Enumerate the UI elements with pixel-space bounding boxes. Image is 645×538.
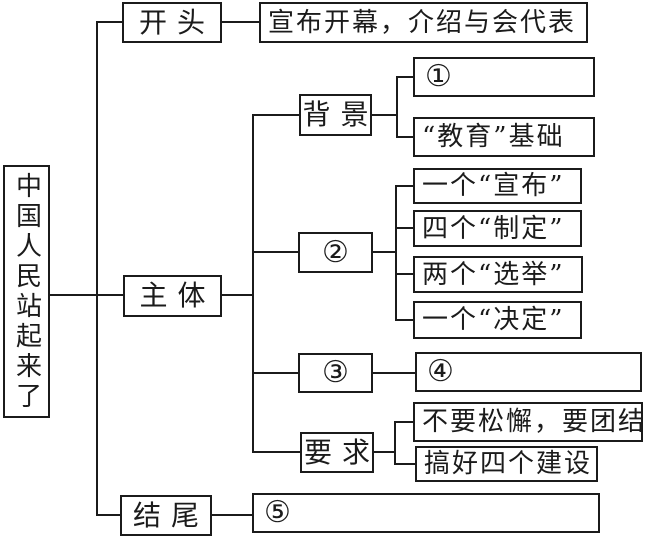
node-blank-4: ④	[415, 352, 642, 392]
root-to-body-line	[50, 294, 123, 296]
node-item-2: ②	[298, 232, 373, 273]
node-ending: 结尾	[120, 495, 212, 536]
node-four-constructions: 搞好四个建设	[415, 446, 598, 482]
main-trunk-line	[96, 21, 98, 516]
to-enact-line	[395, 227, 413, 229]
background-out-line	[372, 114, 398, 116]
item3-to-item4-line	[373, 372, 415, 374]
to-elect-line	[395, 273, 413, 275]
demand-out-line	[374, 451, 396, 453]
opening-detail-line	[222, 21, 259, 23]
trunk2-to-item3-line	[252, 372, 298, 374]
node-opening: 开头	[122, 2, 222, 43]
node-two-elect: 两个“选举”	[413, 256, 583, 293]
item2-out-line	[373, 251, 397, 253]
trunk2-to-item2-line	[252, 251, 298, 253]
node-four-enact: 四个“制定”	[413, 210, 582, 247]
node-opening-detail: 宣布开幕，介绍与会代表	[259, 2, 588, 43]
node-no-slack: 不要松懈，要团结	[413, 402, 643, 442]
ending-detail-line	[212, 514, 252, 516]
node-one-decide: 一个“决定”	[413, 301, 582, 339]
root-node: 中国人民站起来了	[3, 165, 50, 418]
trunk-to-opening-line	[96, 21, 122, 23]
to-decide-line	[395, 319, 413, 321]
to-education-line	[396, 136, 413, 138]
trunk2-to-background-line	[252, 114, 299, 116]
node-education-basis: “教育”基础	[413, 117, 595, 157]
to-announce-line	[395, 185, 413, 187]
background-children-trunk-line	[396, 76, 398, 138]
node-blank-5: ⑤	[252, 493, 600, 533]
body-trunk-line	[252, 114, 254, 453]
to-no-slack-line	[394, 421, 413, 423]
node-background: 背景	[299, 94, 372, 136]
body-to-trunk2-line	[222, 294, 253, 296]
to-item1-line	[396, 76, 413, 78]
demand-children-trunk-line	[394, 421, 396, 465]
to-constructions-line	[394, 463, 415, 465]
node-demand: 要求	[300, 432, 374, 473]
node-blank-1: ①	[413, 57, 595, 97]
trunk2-to-demand-line	[252, 451, 300, 453]
item2-children-trunk-line	[395, 185, 397, 321]
node-one-announce: 一个“宣布”	[413, 168, 582, 204]
trunk-to-ending-line	[96, 514, 120, 516]
node-item-3: ③	[298, 353, 373, 393]
node-body: 主体	[123, 275, 222, 317]
